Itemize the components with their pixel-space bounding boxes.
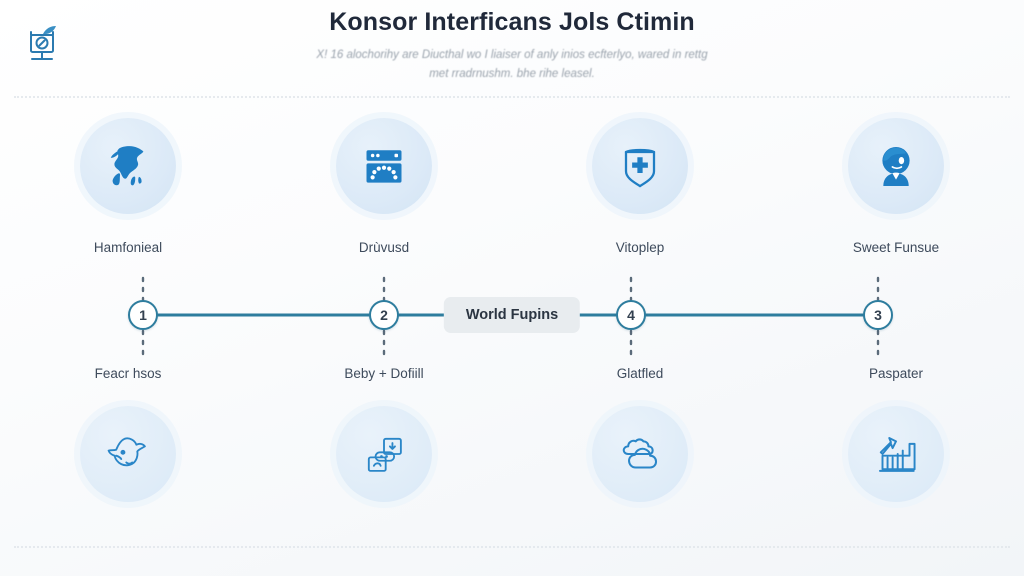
dashboard-gauge-icon[interactable] [336, 118, 432, 214]
column-4-bottom-label: Paspater [868, 366, 924, 381]
column-2-bottom-label: Beby + Dofiill [344, 366, 424, 381]
timeline-node-4[interactable]: 4 [616, 300, 646, 330]
animal-shape-icon[interactable] [80, 406, 176, 502]
column-4-top-label: Sweet Funsue [852, 240, 940, 255]
column-2-top-label: Drùvusd [358, 240, 410, 255]
leaf-shield-logo-icon [20, 22, 66, 68]
bar-chart-growth-icon[interactable] [848, 406, 944, 502]
column-4: Sweet Funsue Paspater [768, 118, 1024, 528]
medical-shield-icon[interactable] [592, 118, 688, 214]
cloud-icon[interactable] [592, 406, 688, 502]
column-1: Hamfonieal Feacr hsos [0, 118, 256, 528]
divider-bottom [14, 546, 1010, 548]
column-1-bottom-label: Feacr hsos [94, 366, 162, 381]
page-subtitle: X! 16 alochorihy are Diucthal wo I liais… [316, 49, 708, 80]
column-1-top-label: Hamfonieal [93, 240, 163, 255]
timeline-node-1-number: 1 [139, 307, 147, 323]
timeline-node-1[interactable]: 1 [128, 300, 158, 330]
devices-cards-icon[interactable] [336, 406, 432, 502]
timeline-node-3-number: 3 [874, 307, 882, 323]
timeline-center-badge[interactable]: World Fupins [443, 297, 581, 333]
column-3: Vitoplep Glatfled [512, 118, 768, 528]
column-2: Drùvusd Beby + Dofiill [256, 118, 512, 528]
timeline-node-3[interactable]: 3 [863, 300, 893, 330]
page-title: Konsor Interficans Jols Ctimin [329, 8, 695, 36]
timeline-node-4-number: 4 [627, 307, 635, 323]
timeline-node-2[interactable]: 2 [369, 300, 399, 330]
column-3-bottom-label: Glatfled [616, 366, 664, 381]
timeline-node-2-number: 2 [380, 307, 388, 323]
column-3-top-label: Vitoplep [615, 240, 665, 255]
globe-icon[interactable] [80, 118, 176, 214]
person-avatar-icon[interactable] [848, 118, 944, 214]
columns-grid: Hamfonieal Feacr hsos [0, 118, 1024, 528]
divider-top [14, 96, 1010, 98]
header: Konsor Interficans Jols Ctimin X! 16 alo… [0, 8, 1024, 84]
